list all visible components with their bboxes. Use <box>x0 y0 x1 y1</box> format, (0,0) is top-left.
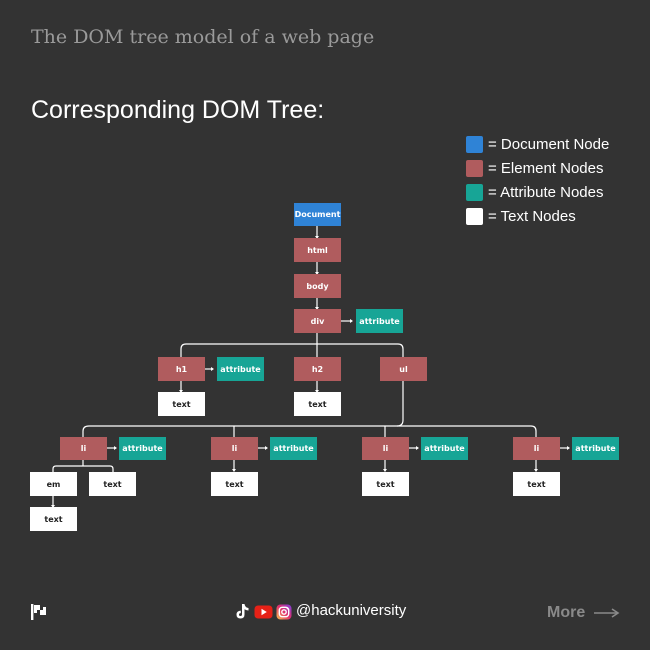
node-h1: h1 <box>158 357 205 381</box>
legend-label: = Document Node <box>488 135 610 153</box>
node-em: em <box>30 472 77 496</box>
legend-swatch-document <box>466 135 483 153</box>
node-li-1-attribute: attribute <box>119 437 166 460</box>
node-body: body <box>294 274 341 298</box>
social-handle[interactable]: @hackuniversity <box>296 602 407 619</box>
node-em-text: text <box>30 507 77 531</box>
node-li-4-attribute: attribute <box>572 437 619 460</box>
instagram-icon[interactable] <box>276 604 292 620</box>
node-h2-text: text <box>294 392 341 416</box>
legend-swatch-text <box>466 207 483 225</box>
node-h2: h2 <box>294 357 341 381</box>
legend-item-element: = Element Nodes <box>466 156 609 180</box>
node-html: html <box>294 238 341 262</box>
legend: = Document Node = Element Nodes = Attrib… <box>466 132 609 228</box>
legend-label: = Attribute Nodes <box>488 183 604 201</box>
legend-item-document: = Document Node <box>466 132 609 156</box>
node-li-4-text: text <box>513 472 560 496</box>
node-li-2: li <box>211 437 258 460</box>
tiktok-icon[interactable] <box>235 603 250 620</box>
youtube-icon[interactable] <box>254 605 273 619</box>
legend-item-text: = Text Nodes <box>466 204 609 228</box>
node-li-2-text: text <box>211 472 258 496</box>
node-div: div <box>294 309 341 333</box>
node-document: Document <box>294 203 341 226</box>
legend-swatch-element <box>466 159 483 177</box>
node-li-1-text: text <box>89 472 136 496</box>
node-li-4: li <box>513 437 560 460</box>
legend-swatch-attribute <box>466 183 483 201</box>
node-li-2-attribute: attribute <box>270 437 317 460</box>
page-subtitle: The DOM tree model of a web page <box>31 26 375 48</box>
node-li-3-attribute: attribute <box>421 437 468 460</box>
node-ul: ul <box>380 357 427 381</box>
arrow-right-icon <box>593 608 620 618</box>
legend-item-attribute: = Attribute Nodes <box>466 180 609 204</box>
page-title: Corresponding DOM Tree: <box>31 96 325 124</box>
node-li-3: li <box>362 437 409 460</box>
node-h1-attribute: attribute <box>217 357 264 381</box>
node-h1-text: text <box>158 392 205 416</box>
node-li-3-text: text <box>362 472 409 496</box>
node-li-1: li <box>60 437 107 460</box>
more-label: More <box>547 604 586 621</box>
legend-label: = Text Nodes <box>488 207 576 225</box>
legend-label: = Element Nodes <box>488 159 604 177</box>
flag-icon <box>31 604 46 620</box>
node-div-attribute: attribute <box>356 309 403 333</box>
more-button[interactable]: More <box>547 604 620 622</box>
